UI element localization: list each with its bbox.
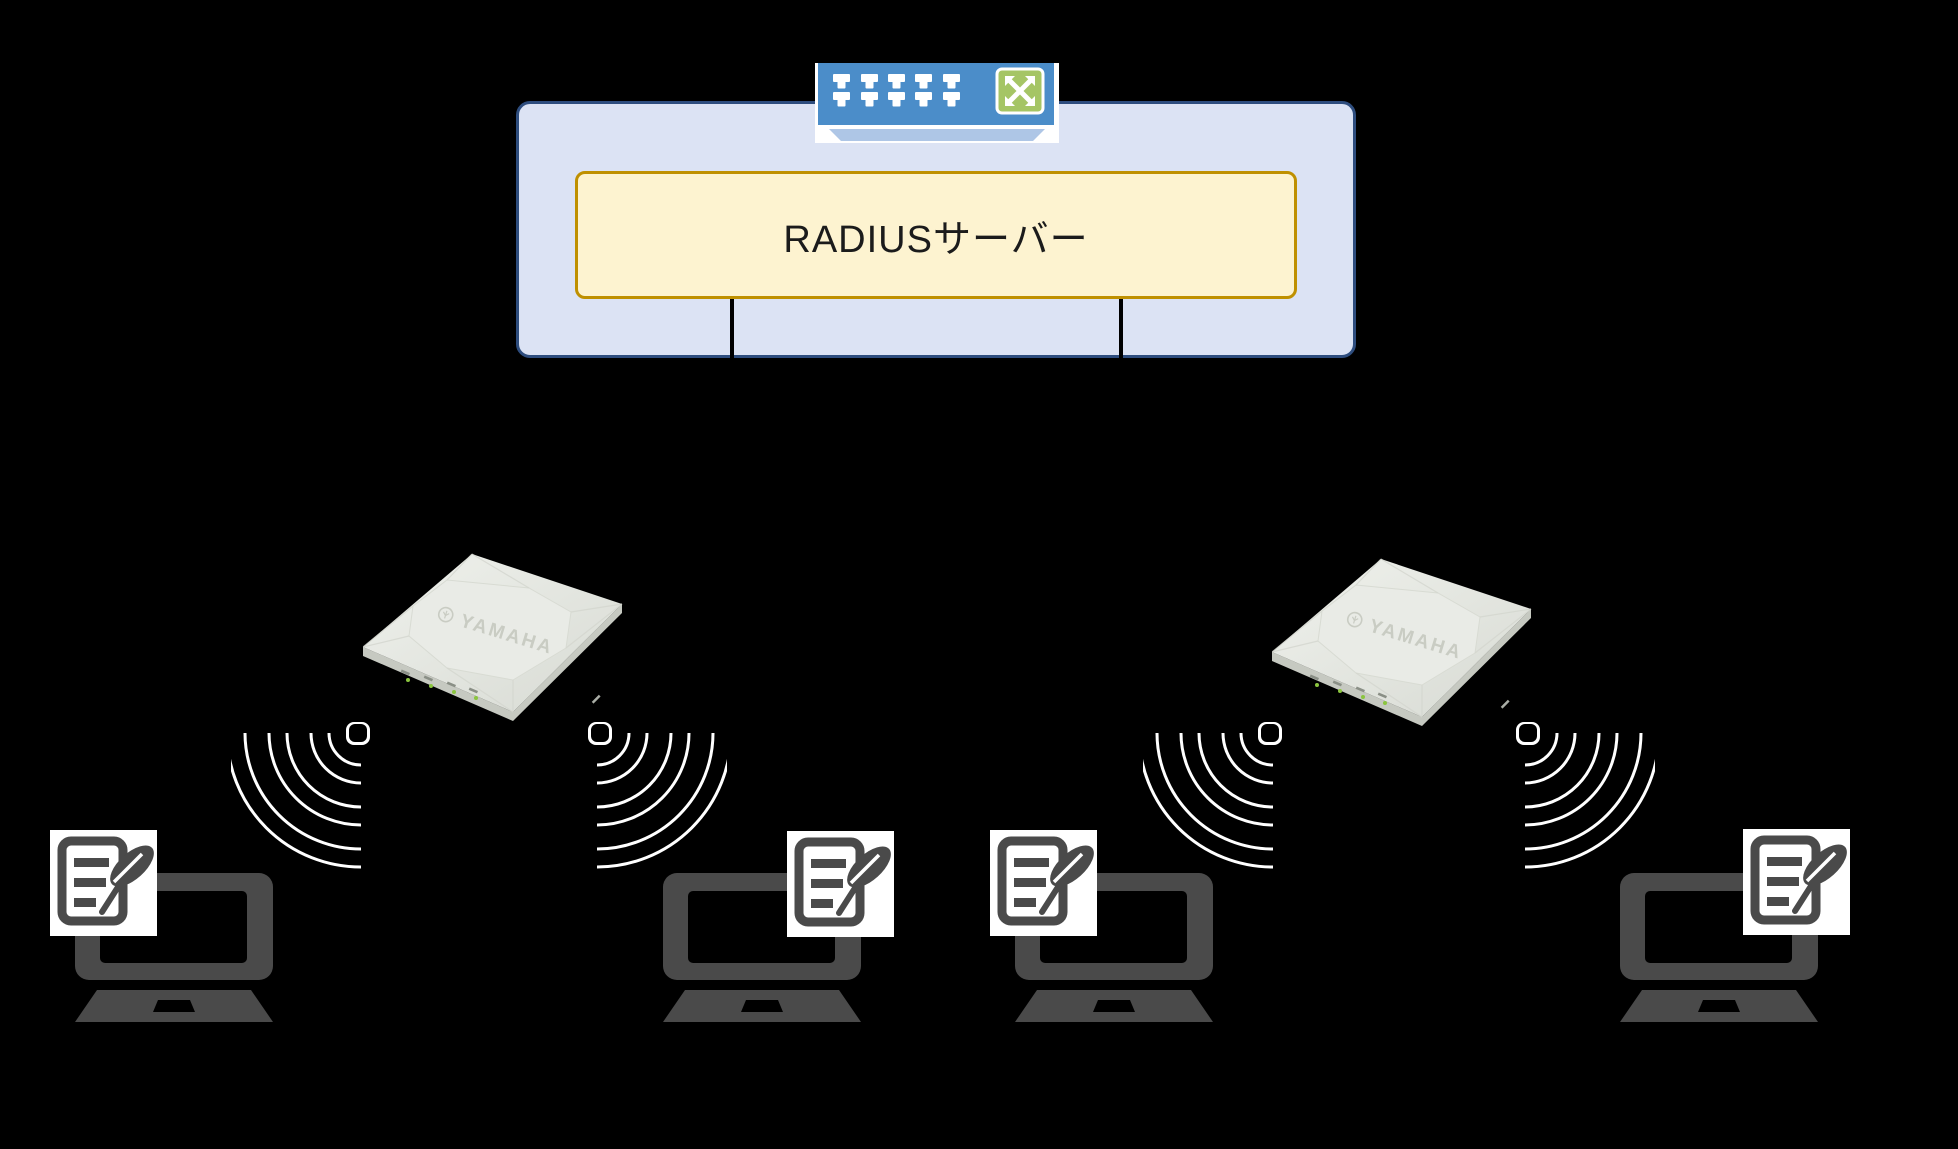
network-switch-icon — [815, 63, 1059, 143]
connector-line-right — [1119, 299, 1123, 560]
wifi-signal-icon-4 — [1513, 722, 1655, 870]
certificate-icon-3 — [990, 830, 1097, 936]
certificate-icon-1 — [50, 830, 157, 936]
certificate-icon-4 — [1743, 829, 1850, 935]
wifi-signal-icon-2 — [585, 722, 727, 870]
radius-server-label: RADIUSサーバー — [783, 218, 1089, 261]
certificate-icon-2 — [787, 831, 894, 937]
radius-server-box: RADIUSサーバー — [575, 171, 1297, 299]
wifi-signal-icon-1 — [231, 722, 373, 870]
wireless-access-point-1 — [363, 550, 625, 722]
connector-line-left — [730, 299, 734, 560]
crossover-icon — [995, 67, 1045, 115]
wifi-signal-icon-3 — [1143, 722, 1285, 870]
wireless-access-point-2 — [1272, 555, 1534, 727]
